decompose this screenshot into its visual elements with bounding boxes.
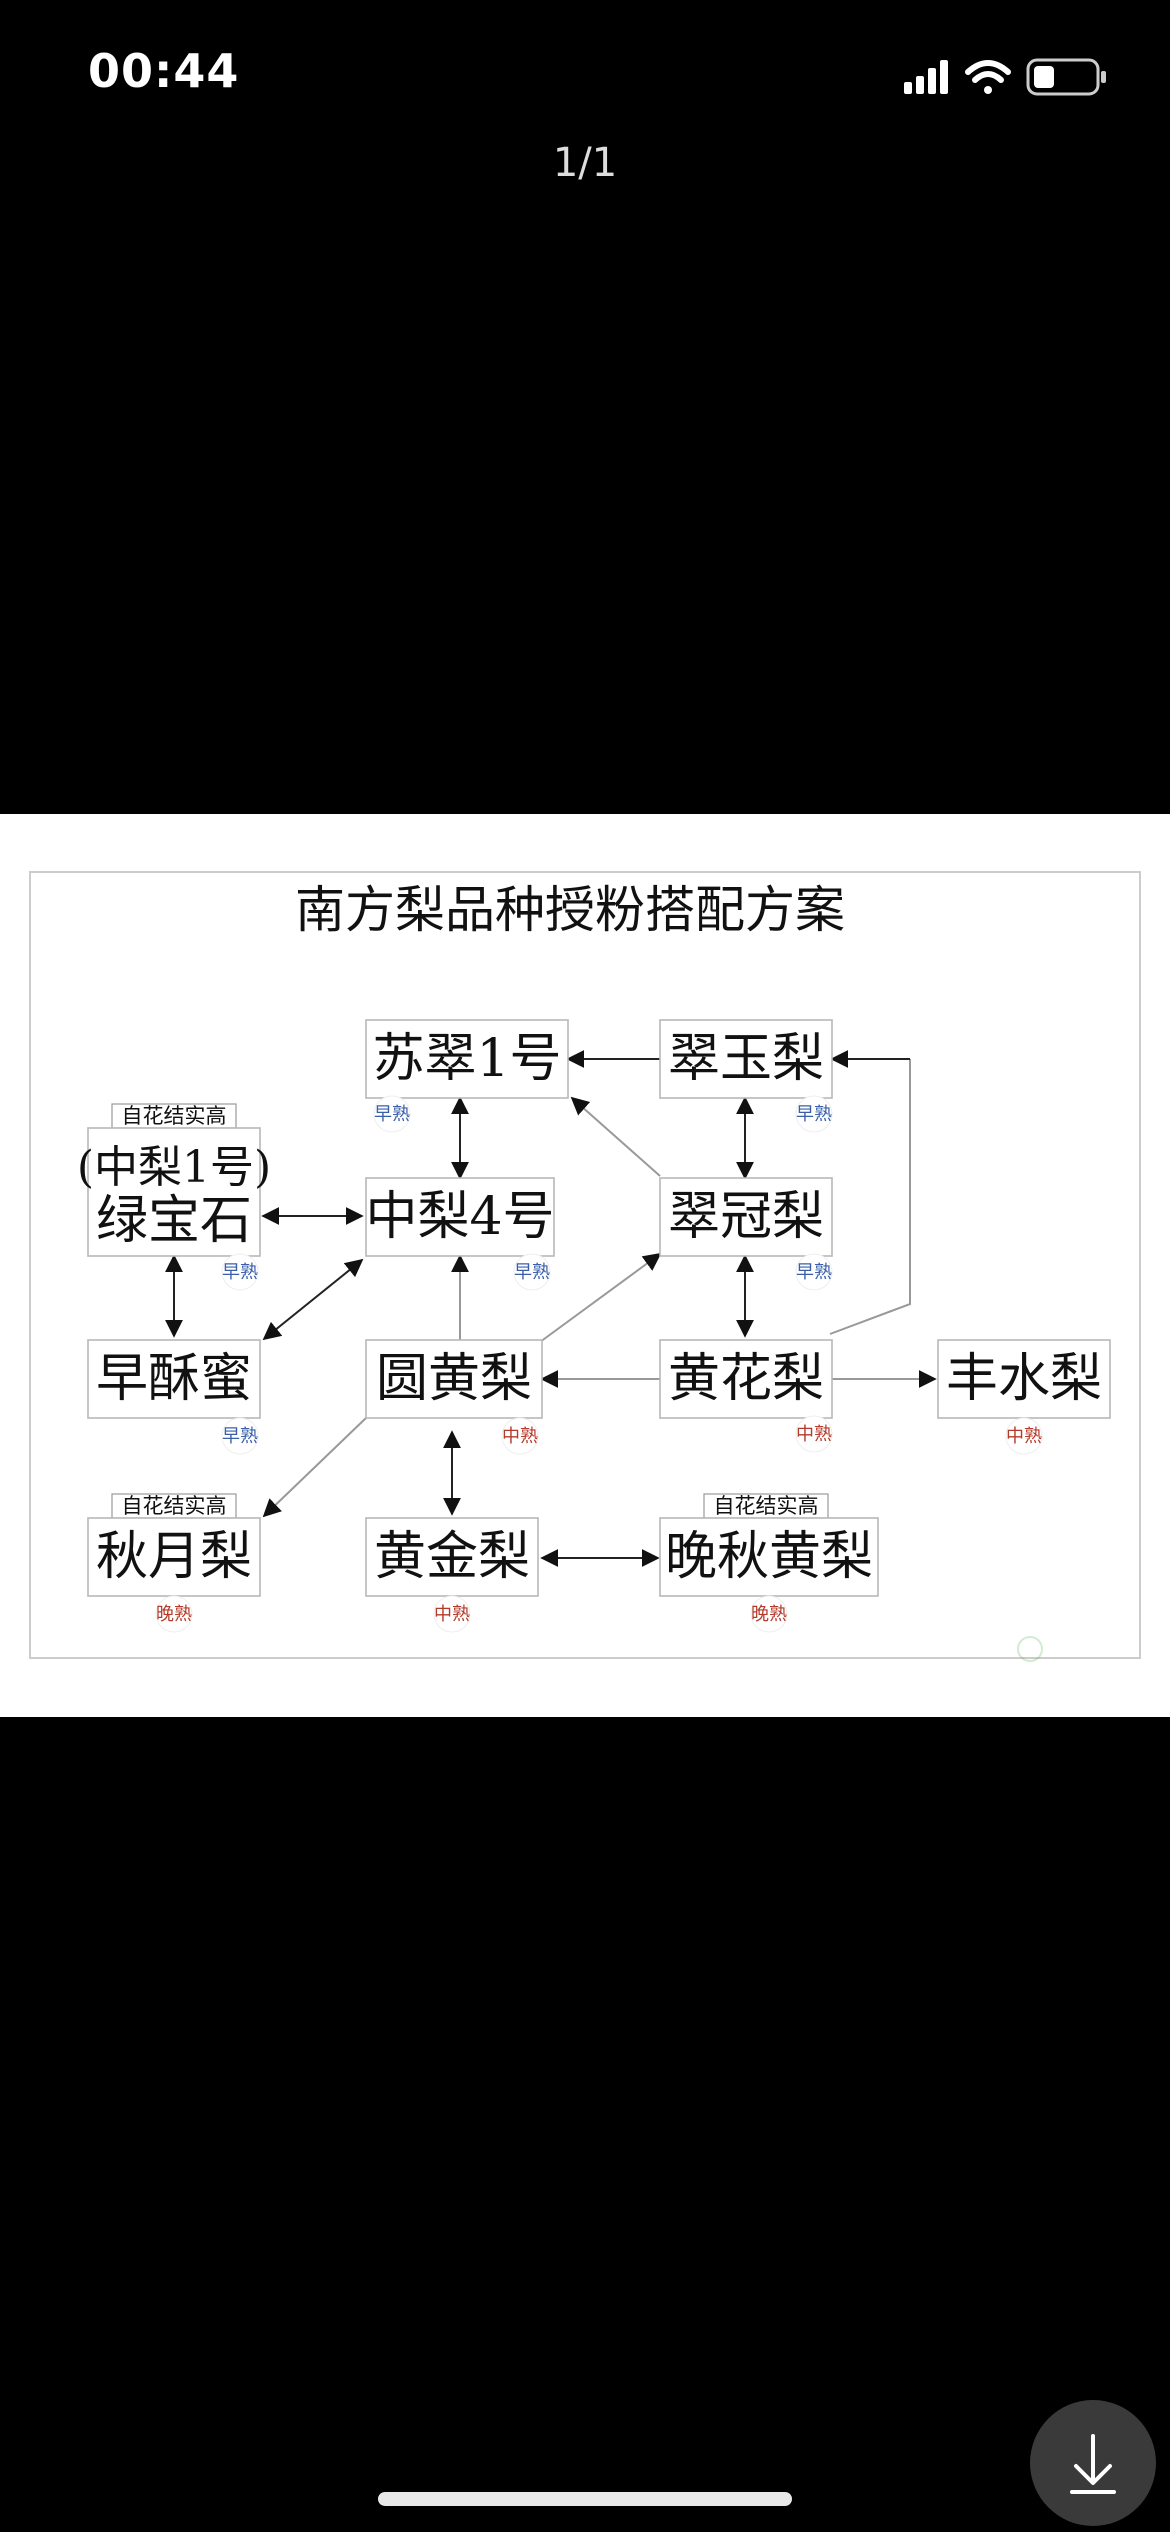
node-huangjin: 黄金梨 中熟 [365, 1517, 539, 1633]
download-icon [1070, 2434, 1116, 2494]
svg-text:晚秋黄梨: 晚秋黄梨 [665, 1527, 873, 1587]
diagram-title: 南方梨品种授粉搭配方案 [295, 881, 845, 939]
svg-text:早熟: 早熟 [222, 1262, 258, 1283]
battery-icon [1026, 58, 1106, 96]
node-cuiguan: 翠冠梨 早熟 [659, 1177, 833, 1291]
svg-text:黄花梨: 黄花梨 [668, 1349, 824, 1409]
svg-text:晚熟: 晚熟 [751, 1604, 787, 1625]
svg-text:自花结实高: 自花结实高 [122, 1494, 227, 1518]
edge-zaosumi-zhongli4 [262, 1258, 364, 1341]
pollination-diagram: 南方梨品种授粉搭配方案 苏翠1号 早熟 [29, 871, 1141, 1662]
svg-text:中熟: 中熟 [502, 1426, 538, 1447]
svg-text:圆黄梨: 圆黄梨 [376, 1349, 532, 1409]
svg-text:中熟: 中熟 [434, 1604, 470, 1625]
diagram-edges [165, 1050, 937, 1567]
svg-text:黄金梨: 黄金梨 [374, 1527, 530, 1587]
svg-text:秋月梨: 秋月梨 [96, 1527, 252, 1587]
watermark-logo [1017, 1636, 1043, 1662]
svg-text:翠冠梨: 翠冠梨 [668, 1187, 824, 1247]
node-yuanhuang: 圆黄梨 中熟 [365, 1339, 543, 1455]
cellular-signal-icon [904, 60, 948, 94]
node-qiuyue: 自花结实高 秋月梨 晚熟 [87, 1493, 261, 1633]
image-viewer[interactable]: 南方梨品种授粉搭配方案 苏翠1号 早熟 [0, 814, 1170, 1717]
svg-text:早熟: 早熟 [222, 1426, 258, 1447]
svg-text:中熟: 中熟 [1006, 1426, 1042, 1447]
svg-text:绿宝石: 绿宝石 [96, 1191, 252, 1251]
status-bar: 00:44 [0, 0, 1170, 150]
node-zhongli4: 中梨4号 早熟 [365, 1177, 555, 1291]
svg-text:自花结实高: 自花结实高 [122, 1104, 227, 1128]
node-cuiyu: 翠玉梨 早熟 [659, 1019, 833, 1133]
svg-text:丰水梨: 丰水梨 [946, 1349, 1102, 1409]
node-wanqiu: 自花结实高 晚秋黄梨 晚熟 [659, 1493, 879, 1633]
status-icons [904, 58, 1106, 96]
svg-text:早熟: 早熟 [374, 1104, 410, 1125]
svg-text:晚熟: 晚熟 [156, 1604, 192, 1625]
node-sucui1: 苏翠1号 早熟 [365, 1019, 569, 1133]
svg-text:早酥蜜: 早酥蜜 [96, 1349, 252, 1409]
diagram-frame [29, 871, 1141, 1659]
svg-text:翠玉梨: 翠玉梨 [668, 1029, 824, 1089]
edge-yuanhuang-qiuyue [262, 1417, 367, 1518]
svg-text:苏翠1号: 苏翠1号 [372, 1029, 561, 1089]
wifi-icon [965, 60, 1011, 94]
node-fengshui: 丰水梨 中熟 [937, 1339, 1111, 1455]
svg-text:早熟: 早熟 [514, 1262, 550, 1283]
edge-yuanhuang-cuiguan [539, 1252, 662, 1343]
edge-cuiguan-sucui1 [570, 1096, 661, 1177]
page-counter: 1/1 [552, 140, 618, 186]
node-lvbaoshi: 自花结实高 (中梨1号) 绿宝石 早熟 [77, 1103, 271, 1291]
svg-text:早熟: 早熟 [796, 1104, 832, 1125]
download-button[interactable] [1030, 2400, 1156, 2526]
svg-text:自花结实高: 自花结实高 [714, 1494, 819, 1518]
svg-text:(中梨1号): (中梨1号) [77, 1142, 271, 1193]
svg-text:中梨4号: 中梨4号 [365, 1187, 554, 1247]
node-huanghua: 黄花梨 中熟 [659, 1339, 833, 1453]
status-time: 00:44 [88, 44, 240, 98]
home-indicator[interactable] [378, 2492, 792, 2506]
svg-text:早熟: 早熟 [796, 1262, 832, 1283]
svg-text:中熟: 中熟 [796, 1424, 832, 1445]
edge-huanghua-cuiyu-line [829, 1059, 911, 1335]
node-zaosumi: 早酥蜜 早熟 [87, 1339, 261, 1455]
